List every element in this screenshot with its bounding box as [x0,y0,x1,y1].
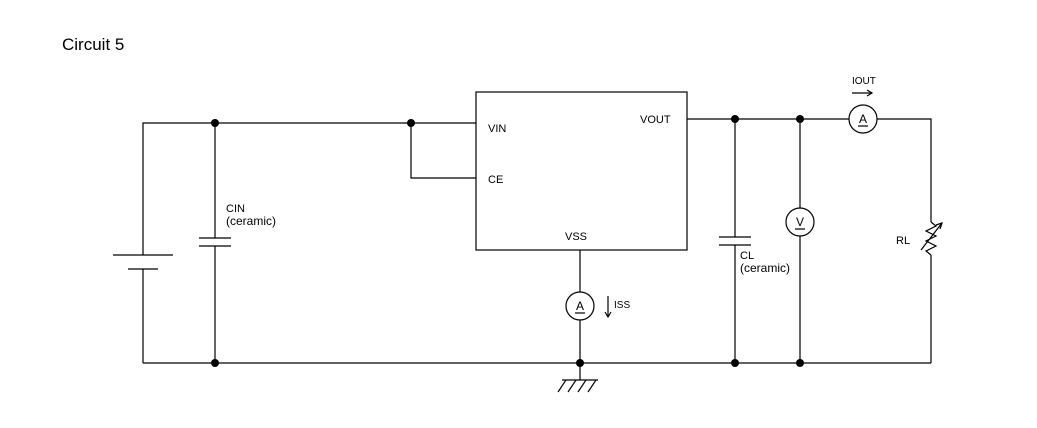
iss-ammeter: A [565,291,595,321]
rl-variable-resistor [920,221,943,256]
iout-ammeter: A [848,104,878,134]
diagram-title: Circuit 5 [62,35,125,54]
iss-label: ISS [614,300,630,311]
junction-dot [407,119,415,127]
vss-pin-label: VSS [565,231,587,243]
iout-arrow-icon [852,89,874,97]
junction-dot [796,359,804,367]
input-rail-wire [142,122,476,255]
vout-voltmeter: V [785,207,815,237]
iout-label: IOUT [852,76,876,87]
cin-type-label: (ceramic) [226,214,276,228]
battery-symbol [113,254,173,270]
junction-dot [731,359,739,367]
ground-icon [557,379,598,393]
iss-arrow-icon [604,296,612,319]
junction-dot [211,119,219,127]
cin-label: CIN [226,203,245,215]
voltmeter-letter: V [796,215,804,229]
vin-pin-label: VIN [488,123,506,135]
rl-label: RL [896,235,910,247]
junction-dot [731,115,739,123]
junction-dot [211,359,219,367]
cl-capacitor [719,236,751,246]
cin-capacitor [199,237,231,247]
vout-pin-label: VOUT [640,114,671,126]
load-wire [877,118,932,222]
junction-dot [576,359,584,367]
ce-pin-label: CE [488,174,503,186]
regulator-ic-box [475,91,688,251]
iout-ammeter-letter: A [859,112,867,126]
cl-type-label: (ceramic) [740,261,790,275]
cl-label: CL [740,250,754,262]
ce-tie-wire [410,123,476,179]
iss-ammeter-letter: A [576,299,584,313]
junction-dot [796,115,804,123]
